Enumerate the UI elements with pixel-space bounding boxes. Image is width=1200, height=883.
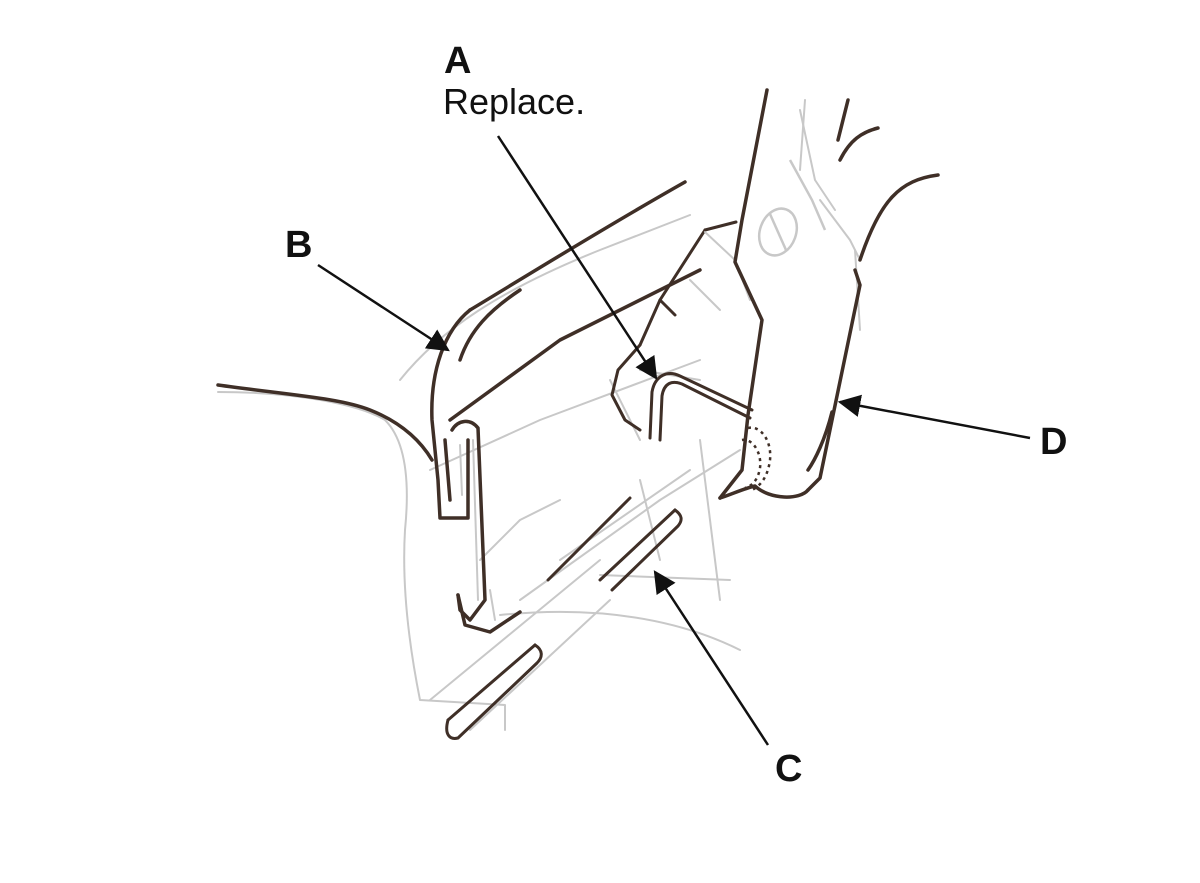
callout-letter-d: D	[1040, 421, 1068, 463]
housing	[610, 220, 738, 432]
rail-bars-c	[445, 496, 683, 740]
trim-panel	[216, 180, 702, 462]
leader-lines	[317, 135, 1031, 746]
pliers-pivot	[757, 159, 827, 257]
leader-d	[837, 394, 1031, 440]
callout-letter-b: B	[285, 224, 313, 266]
callout-letter-a: A	[444, 40, 472, 82]
callout-note-a: Replace.	[443, 81, 586, 122]
clip-b-detail	[459, 439, 496, 621]
leader-a	[496, 135, 658, 380]
pliers-d	[718, 88, 940, 500]
wire-clip-a	[648, 372, 754, 442]
background-structure	[217, 99, 861, 731]
callout-letter-c: C	[775, 748, 803, 790]
leader-c	[653, 570, 770, 746]
leader-b	[317, 263, 450, 352]
pliers-grip-dots	[741, 426, 772, 492]
clip-b-shape	[430, 308, 522, 634]
